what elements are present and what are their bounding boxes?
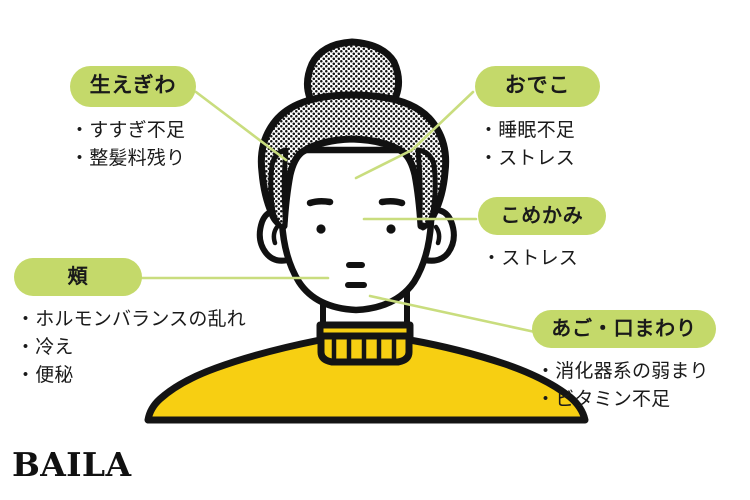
eye-right (386, 224, 396, 234)
list-item: ・消化器系の弱まり (536, 360, 709, 382)
annotation-cheek: 頰 ・ホルモンバランスの乱れ ・冷え ・便秘 (14, 258, 246, 389)
items-cheek: ・ホルモンバランスの乱れ ・冷え ・便秘 (16, 305, 246, 389)
facial-features (306, 197, 406, 288)
pill-label-hairline[interactable]: 生えぎわ (70, 66, 196, 107)
annotation-hairline: 生えぎわ ・すすぎ不足 ・整髪料残り (70, 66, 196, 172)
baila-logo: BAILA (12, 445, 132, 484)
hair (257, 38, 450, 231)
pill-label-forehead[interactable]: おでこ (475, 66, 600, 107)
annotation-jaw: あご・口まわり ・消化器系の弱まり ・ビタミン不足 (532, 310, 716, 413)
list-item: ・ビタミン不足 (536, 388, 671, 411)
items-jaw: ・消化器系の弱まり ・ビタミン不足 (536, 357, 716, 413)
list-item: ・ホルモンバランスの乱れ (16, 308, 246, 330)
list-item: ・すすぎ不足 (70, 119, 186, 141)
list-item: ・整髪料残り (70, 147, 186, 170)
items-temple: ・ストレス (482, 244, 606, 272)
pill-label-jaw[interactable]: あご・口まわり (532, 310, 716, 348)
eyebrow-left (306, 197, 334, 207)
eyebrow-right (378, 197, 406, 207)
pill-label-cheek[interactable]: 頰 (14, 258, 142, 296)
list-item: ・便秘 (16, 364, 74, 387)
annotation-temple: こめかみ ・ストレス (478, 197, 606, 272)
eye-left (316, 224, 326, 234)
list-item: ・ストレス (482, 247, 578, 269)
annotation-forehead: おでこ ・睡眠不足 ・ストレス (475, 66, 600, 172)
pill-label-temple[interactable]: こめかみ (478, 197, 606, 235)
list-item: ・ストレス (479, 147, 575, 170)
yellow-sweater (144, 321, 589, 424)
items-hairline: ・すすぎ不足 ・整髪料残り (70, 116, 196, 172)
list-item: ・冷え (16, 336, 74, 359)
items-forehead: ・睡眠不足 ・ストレス (479, 116, 600, 172)
list-item: ・睡眠不足 (479, 119, 575, 141)
collar-ribs (331, 337, 397, 361)
